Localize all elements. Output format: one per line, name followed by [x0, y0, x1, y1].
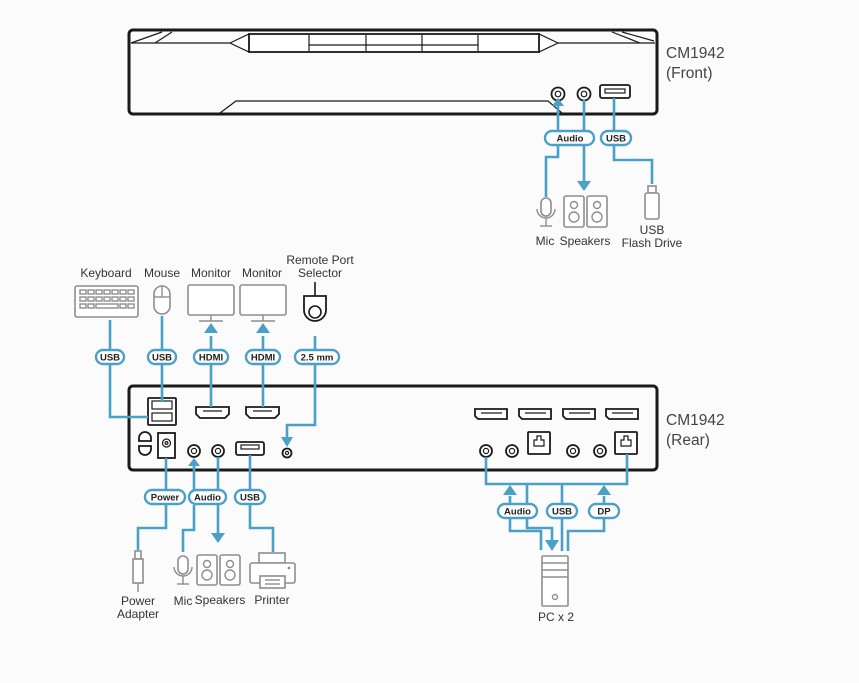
mouse-label: Mouse [144, 266, 180, 280]
rear-mic-label: Mic [174, 594, 193, 608]
svg-text:Audio: Audio [504, 507, 531, 518]
rear-pc1-speaker-jack [505, 444, 519, 458]
front-port-led-bar [248, 33, 540, 53]
mouse-usb-pill: USB [146, 348, 178, 366]
front-model-label: CM1942 [666, 45, 725, 62]
rear-model-label: CM1942 [666, 412, 725, 429]
pc-cables [484, 454, 629, 551]
rear-chassis [127, 384, 659, 472]
rear-lock-slot [138, 431, 152, 456]
front-audio-pill: Audio [543, 129, 596, 147]
power-adapter-icon [132, 550, 144, 592]
svg-text:USB: USB [240, 493, 260, 504]
svg-text:USB: USB [152, 353, 172, 364]
svg-text:HDMI: HDMI [199, 353, 223, 364]
monitor2-hdmi-pill: HDMI [244, 348, 282, 366]
monitor1-icon [187, 284, 235, 322]
power-adapter-label-line1: Power [121, 594, 155, 608]
rear-view-label: (Rear) [666, 432, 710, 449]
front-mic-label: Mic [536, 234, 555, 248]
usb-flash-drive-icon [644, 185, 660, 220]
svg-text:USB: USB [606, 134, 626, 145]
remote-selector-label-line1: Remote Port [286, 253, 354, 267]
rear-speakers-icon [196, 554, 241, 586]
svg-text:HDMI: HDMI [251, 353, 275, 364]
svg-text:Power: Power [151, 493, 180, 504]
keyboard-usb-pill: USB [94, 348, 126, 366]
pc-audio-pill: Audio [496, 502, 539, 520]
power-adapter-label-line2: Adapter [117, 607, 159, 621]
printer-icon [249, 552, 296, 589]
svg-text:USB: USB [552, 507, 572, 518]
remote-port-selector-icon [303, 282, 327, 322]
rear-bottom-cables [136, 455, 275, 552]
remote-selector-label-line2: Selector [298, 266, 342, 280]
keyboard-label: Keyboard [80, 266, 131, 280]
rear-pc1-mic-jack [479, 444, 493, 458]
rear-pc2-speaker-jack [593, 444, 607, 458]
pc-usb-pill: USB [545, 502, 579, 520]
rear-speakers-label: Speakers [195, 593, 246, 607]
front-speakers-label: Speakers [560, 234, 611, 248]
front-unit [127, 28, 659, 116]
rear-unit [127, 384, 659, 472]
front-usb-label-line2: Flash Drive [622, 236, 683, 250]
svg-text:USB: USB [100, 353, 120, 364]
svg-text:2.5 mm: 2.5 mm [301, 353, 334, 364]
rear-audio-pill: Audio [187, 488, 228, 506]
speakers-icon [563, 195, 608, 228]
printer-label: Printer [254, 593, 289, 607]
front-speaker-jack [576, 86, 592, 102]
front-usb-pill: USB [599, 129, 633, 147]
pc-dp-pill: DP [587, 502, 621, 520]
rear-hdmi-1 [195, 406, 230, 419]
monitor1-hdmi-pill: HDMI [192, 348, 230, 366]
pc-label: PC x 2 [538, 610, 574, 624]
front-view-label: (Front) [666, 65, 713, 82]
rear-power-jack [157, 432, 176, 459]
svg-text:Audio: Audio [557, 134, 584, 145]
rear-remote-port [281, 447, 293, 459]
rear-speaker-jack [211, 444, 225, 458]
monitor2-icon [239, 284, 287, 322]
rear-pc2-mic-jack [566, 444, 580, 458]
pc-tower-icon [541, 555, 569, 607]
mouse-icon [153, 285, 171, 315]
front-usb-label-line1: USB [640, 223, 665, 237]
rear-mic-icon [173, 555, 193, 585]
rear-mic-jack [187, 444, 201, 458]
remote-2-5mm-pill: 2.5 mm [293, 348, 341, 366]
svg-text:DP: DP [597, 507, 611, 518]
rear-pc2-usb-b [614, 431, 638, 455]
rear-dp-ports [474, 408, 639, 420]
rear-hdmi-2 [245, 406, 280, 419]
svg-text:Audio: Audio [194, 493, 221, 504]
keyboard-icon [74, 285, 139, 318]
rear-usb-pill: USB [233, 488, 267, 506]
rear-pc1-usb-b [527, 431, 551, 455]
monitor2-label: Monitor [242, 266, 282, 280]
monitor1-label: Monitor [191, 266, 231, 280]
power-pill: Power [143, 488, 187, 506]
mic-icon [536, 197, 556, 227]
